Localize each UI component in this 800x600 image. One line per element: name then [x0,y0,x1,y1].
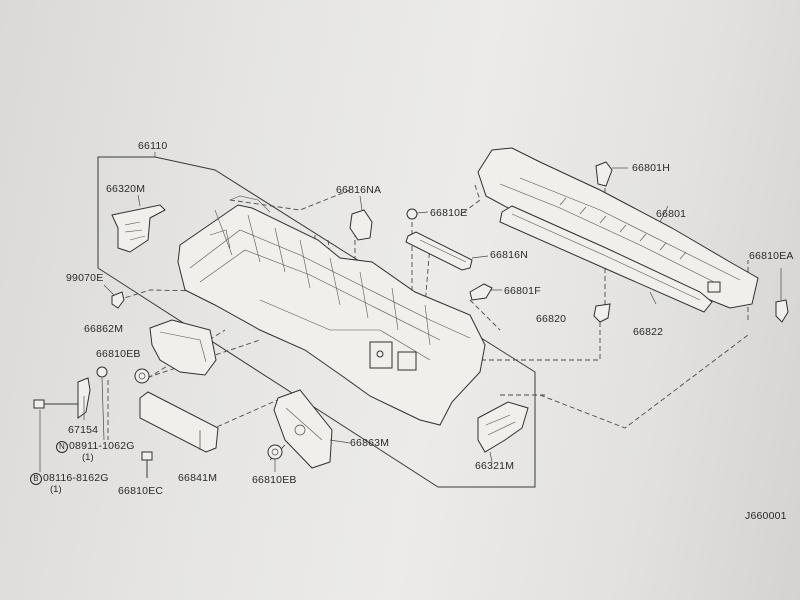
screw-66810ec [141,451,153,478]
part-label-66801: 66801 [656,208,687,220]
badge-n: N [56,441,68,453]
bolt-08116 [33,399,78,472]
quantity-08911: (1) [82,452,94,463]
part-label-66801h: 66801H [632,162,670,174]
part-label-66822: 66822 [633,326,664,338]
clip-66801h [595,161,628,187]
part-label-66862m: 66862M [84,323,124,335]
part-label-66321m: 66321M [475,460,515,472]
group-outline-66110 [97,156,536,488]
quantity-08116: (1) [50,484,62,495]
part-label-66820: 66820 [536,313,567,325]
part-label-66841m: 66841M [178,472,218,484]
bracket-67154 [77,366,108,420]
clip-66816na [349,195,373,241]
clip-99070e [103,284,125,309]
part-label-66810eb-left: 66810EB [96,348,141,360]
part-number-08911: 08911-1062G [69,440,135,452]
diagram-code: J660001 [745,510,787,522]
seal-66822 [499,205,713,313]
part-label-66816n: 66816N [490,249,528,261]
part-label-66863m: 66863M [350,437,390,449]
part-label-66110: 66110 [138,140,168,152]
bracket-66321m [477,401,529,463]
part-label-66810ec: 66810EC [118,485,164,497]
leader-08911 [101,377,105,441]
clip-66820 [593,303,611,323]
bracket-66320m [111,194,166,253]
seal-66863m [273,389,351,469]
cowl-top-panel-66110 [177,195,486,426]
assembly-dashed-lines [107,180,749,461]
part-label-66801f: 66801F [504,285,541,297]
part-label-67154: 67154 [68,424,99,436]
badge-b: B [30,473,42,485]
seal-66862m [149,319,217,376]
part-label-66810e: 66810E [430,207,468,219]
grommet-66810eb-bottom [267,444,283,472]
part-label-66810ea: 66810EA [749,250,794,262]
grommet-66810eb-left [134,368,150,384]
part-label-99070e: 99070E [66,272,104,284]
seal-strip-66816n [405,231,489,271]
part-label-66810eb-bottom: 66810EB [252,474,297,486]
fastener-66810e [406,208,429,220]
part-label-66320m: 66320M [106,183,146,195]
part-number-08116: 08116-8162G [43,472,109,484]
part-label-66816na: 66816NA [336,184,382,196]
insulator-66841m [139,391,219,453]
clip-66801f [469,283,502,301]
fastener-66810ea [775,268,789,323]
